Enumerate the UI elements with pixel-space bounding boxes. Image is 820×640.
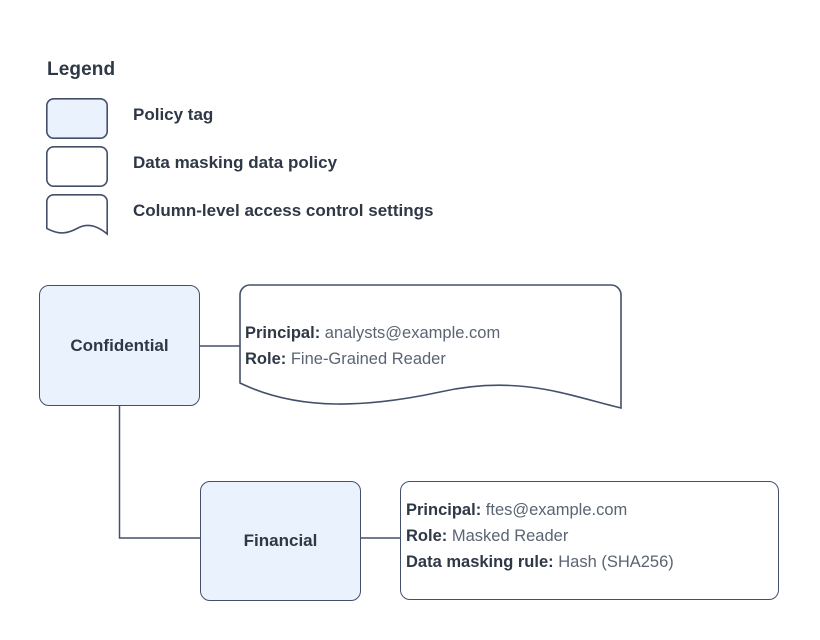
node-confidential[interactable]: Confidential bbox=[39, 285, 200, 406]
legend-swatch-column-level-access bbox=[46, 194, 108, 236]
note-line-value: ftes@example.com bbox=[485, 501, 628, 519]
note-line-label: Principal: bbox=[406, 501, 482, 519]
note-line-value: Masked Reader bbox=[451, 527, 569, 545]
note-line: Principal: analysts@example.com bbox=[245, 320, 500, 346]
node-financial[interactable]: Financial bbox=[200, 481, 361, 601]
legend-title: Legend bbox=[47, 59, 116, 80]
node-confidential-label: Confidential bbox=[70, 335, 169, 355]
note-line-value: Hash (SHA256) bbox=[558, 553, 674, 571]
note-line-value: Fine-Grained Reader bbox=[290, 350, 446, 368]
note-line-label: Principal: bbox=[245, 324, 321, 342]
node-financial-label: Financial bbox=[243, 531, 318, 550]
data-masking-policy-text: Principal: ftes@example.com Role: Masked… bbox=[406, 497, 674, 575]
note-line: Role: Masked Reader bbox=[406, 523, 674, 549]
data-masking-policy-box bbox=[400, 481, 779, 600]
note-line: Role: Fine-Grained Reader bbox=[245, 346, 500, 372]
column-level-access-note-shape bbox=[239, 284, 622, 410]
note-line: Principal: ftes@example.com bbox=[406, 497, 674, 523]
legend-swatch-data-masking-policy bbox=[45, 146, 109, 188]
legend-label-data-masking-policy: Data masking data policy bbox=[133, 153, 338, 172]
note-line-label: Role: bbox=[245, 350, 287, 368]
legend-label-policy-tag: Policy tag bbox=[133, 105, 214, 124]
note-line: Data masking rule: Hash (SHA256) bbox=[406, 549, 674, 575]
note-line-label: Role: bbox=[406, 527, 448, 545]
note-line-value: analysts@example.com bbox=[324, 324, 501, 342]
column-level-access-note-text: Principal: analysts@example.com Role: Fi… bbox=[245, 320, 500, 372]
legend-swatch-policy-tag bbox=[45, 98, 109, 140]
connector-confidential-to-financial bbox=[118, 406, 200, 539]
note-line-label: Data masking rule: bbox=[406, 553, 554, 571]
legend-label-column-level-access: Column-level access control settings bbox=[133, 201, 434, 220]
